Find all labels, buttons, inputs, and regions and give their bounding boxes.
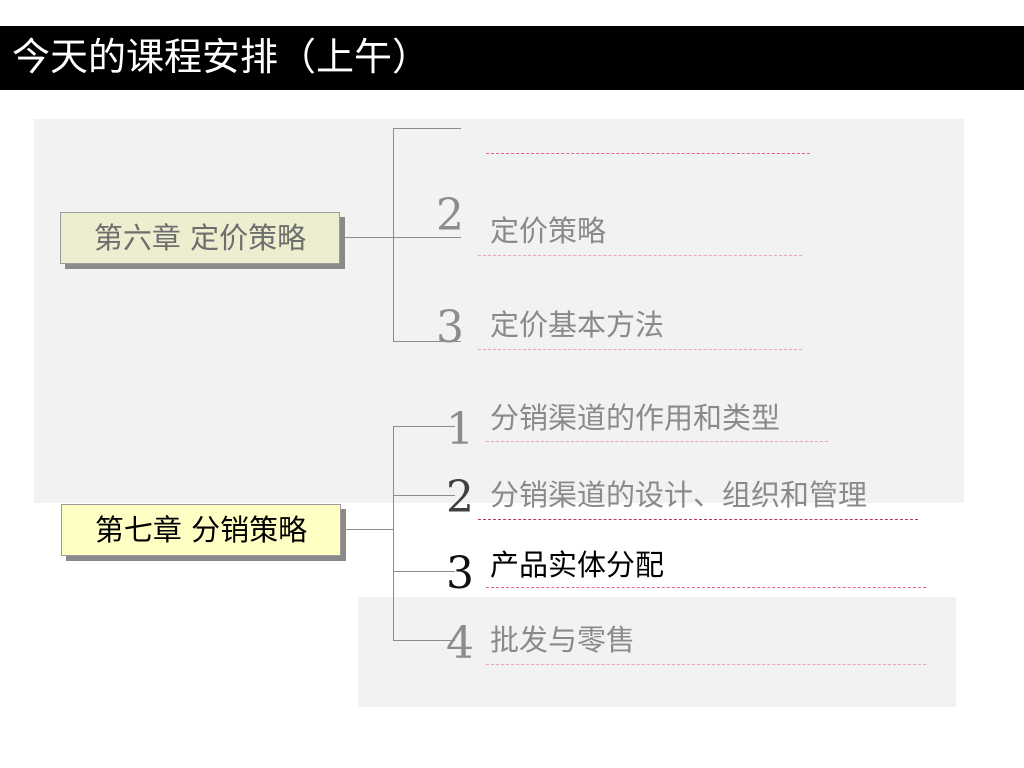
chapter6-item2-label[interactable]: 定价策略 bbox=[490, 214, 607, 248]
chapter7-branch-4 bbox=[393, 640, 455, 641]
chapter7-bracket-vertical bbox=[393, 426, 394, 641]
chapter7-branch-1 bbox=[393, 426, 455, 427]
chapter7-item3-label[interactable]: 产品实体分配 bbox=[490, 548, 665, 582]
chapter6-branch-3 bbox=[393, 341, 461, 342]
chapter6-connector bbox=[343, 237, 393, 238]
chapter6-item3-label[interactable]: 定价基本方法 bbox=[490, 308, 665, 342]
item4-shaded-panel bbox=[358, 597, 956, 707]
title-bar: 今天的课程安排（上午） bbox=[0, 26, 1024, 90]
chapter6-item2-number: 2 bbox=[436, 190, 464, 241]
chapter7-item1-underline bbox=[486, 441, 828, 442]
chapter7-item4-underline bbox=[486, 664, 926, 665]
chapter7-item2-label[interactable]: 分销渠道的设计、组织和管理 bbox=[490, 478, 868, 512]
chapter7-item1-number: 1 bbox=[446, 404, 474, 455]
chapter7-item4-number: 4 bbox=[446, 618, 474, 669]
chapter7-branch-2 bbox=[393, 495, 455, 496]
chapter6-branch-1 bbox=[393, 128, 461, 129]
page-title: 今天的课程安排（上午） bbox=[12, 35, 431, 79]
chapter6-item1-underline bbox=[486, 153, 810, 154]
chapter7-item3-underline bbox=[486, 587, 926, 588]
chapter6-item3-number: 3 bbox=[436, 302, 464, 353]
chapter6-box[interactable]: 第六章 定价策略 bbox=[60, 212, 340, 264]
chapter7-branch-3 bbox=[393, 571, 455, 572]
chapter6-shaded-panel bbox=[34, 119, 964, 503]
chapter7-box[interactable]: 第七章 分销策略 bbox=[61, 504, 341, 556]
chapter6-bracket-vertical bbox=[393, 128, 394, 342]
chapter7-item2-underline bbox=[478, 519, 918, 520]
chapter7-item2-number: 2 bbox=[446, 472, 474, 523]
chapter7-connector bbox=[343, 529, 393, 530]
chapter6-item2-underline bbox=[478, 255, 802, 256]
chapter6-item3-underline bbox=[478, 349, 802, 350]
chapter7-item1-label[interactable]: 分销渠道的作用和类型 bbox=[490, 401, 781, 435]
chapter6-branch-2 bbox=[393, 237, 461, 238]
chapter7-item4-label[interactable]: 批发与零售 bbox=[490, 623, 636, 657]
chapter7-item3-number: 3 bbox=[446, 548, 474, 599]
